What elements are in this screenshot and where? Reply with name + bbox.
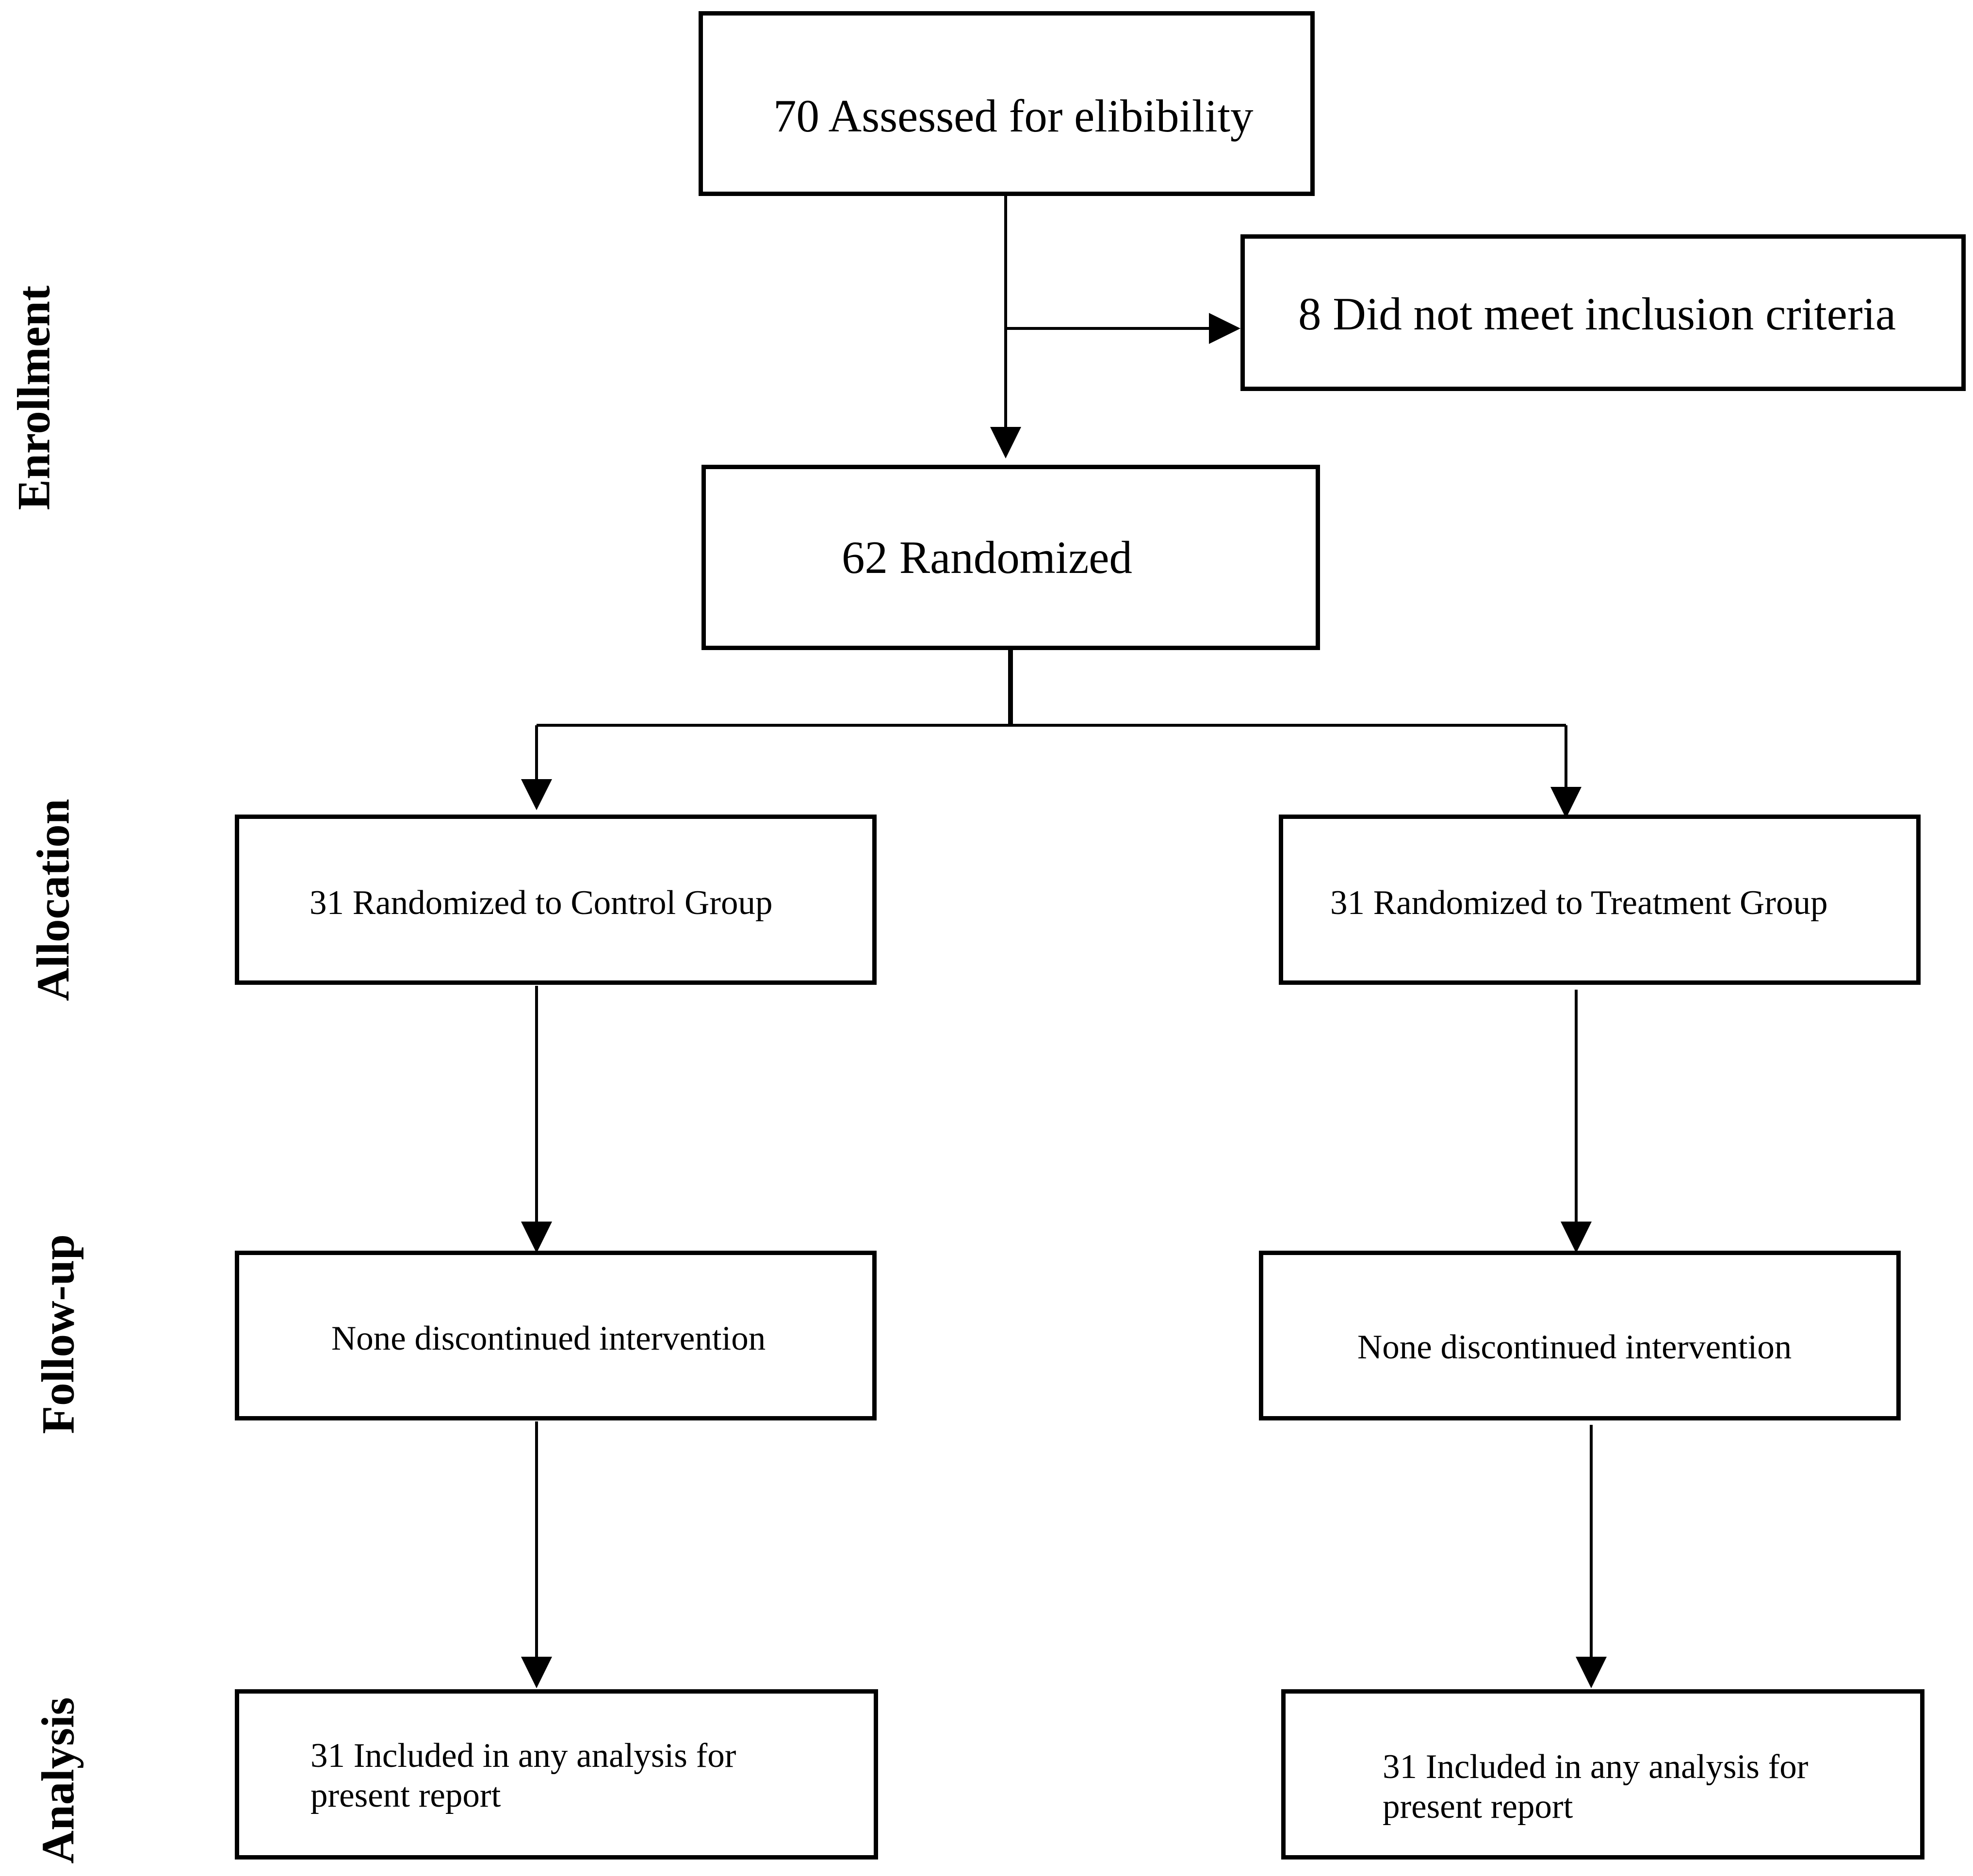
arrowhead-excluded xyxy=(1209,313,1240,344)
box-randomized-text: 62 Randomized xyxy=(842,532,1132,583)
box-control-analysis-text: 31 Included in any analysis for present … xyxy=(310,1737,736,1815)
arrowhead-control-followup xyxy=(521,1222,552,1253)
box-treatment-allocation: 31 Randomized to Treatment Group xyxy=(1279,815,1921,985)
arrowhead-control-analysis xyxy=(521,1657,552,1688)
box-treatment-allocation-text: 31 Randomized to Treatment Group xyxy=(1330,884,1828,922)
arrowhead-randomized xyxy=(990,427,1021,458)
arrowhead-treatment-analysis xyxy=(1576,1657,1607,1688)
box-treatment-analysis-text: 31 Included in any analysis for present … xyxy=(1383,1748,1809,1826)
box-assessed-text: 70 Assessed for elibibility xyxy=(773,90,1254,142)
box-randomized: 62 Randomized xyxy=(701,465,1320,650)
arrowhead-treatment-allocation xyxy=(1550,787,1582,818)
box-assessed: 70 Assessed for elibibility xyxy=(699,11,1315,196)
box-control-allocation: 31 Randomized to Control Group xyxy=(235,815,877,985)
box-treatment-followup-text: None discontinued intervention xyxy=(1357,1328,1792,1366)
stage-label-enrollment: Enrollment xyxy=(8,285,60,510)
box-control-allocation-text: 31 Randomized to Control Group xyxy=(310,884,773,922)
box-control-followup: None discontinued intervention xyxy=(235,1251,877,1420)
box-excluded-text: 8 Did not meet inclusion criteria xyxy=(1298,288,1896,340)
box-control-followup-text: None discontinued intervention xyxy=(331,1320,766,1357)
stage-label-follow-up: Follow-up xyxy=(32,1234,84,1434)
box-excluded: 8 Did not meet inclusion criteria xyxy=(1240,234,1966,391)
arrowhead-treatment-followup xyxy=(1561,1222,1592,1253)
arrowhead-control-allocation xyxy=(521,779,552,810)
box-treatment-followup: None discontinued intervention xyxy=(1259,1251,1901,1420)
stage-label-analysis: Analysis xyxy=(32,1697,84,1864)
stage-label-allocation: Allocation xyxy=(27,799,79,1001)
box-control-analysis: 31 Included in any analysis for present … xyxy=(235,1689,878,1860)
box-treatment-analysis: 31 Included in any analysis for present … xyxy=(1281,1689,1924,1860)
